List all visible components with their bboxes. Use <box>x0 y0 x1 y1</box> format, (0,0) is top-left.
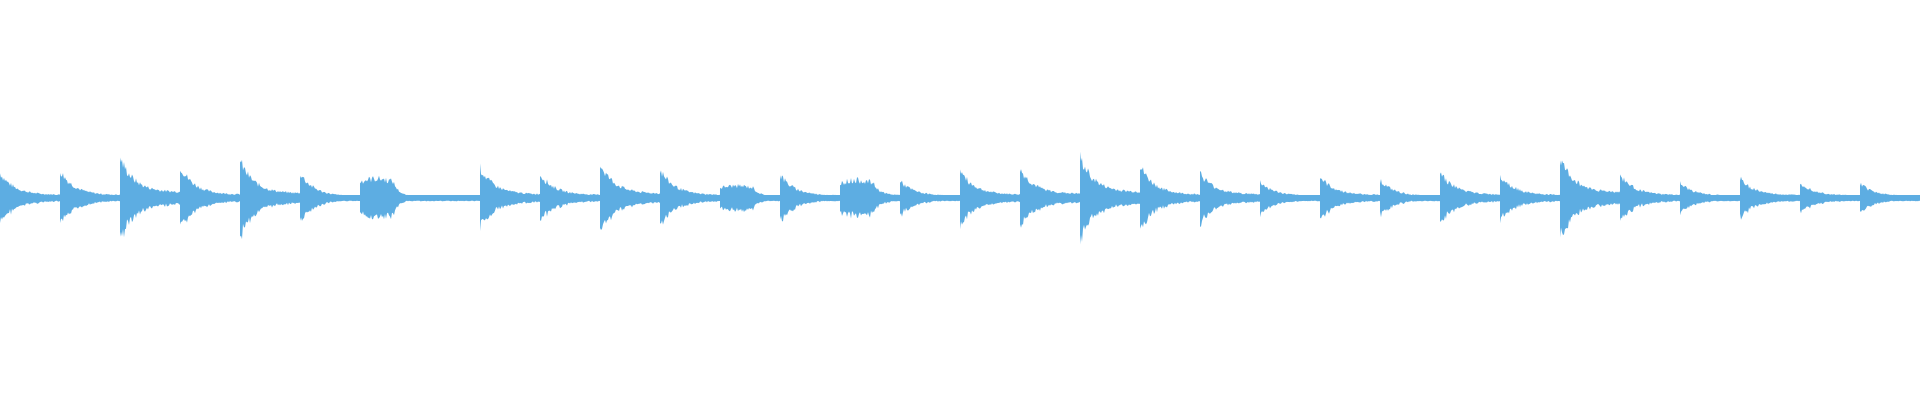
waveform-baseline <box>0 196 1920 200</box>
waveform-pulses <box>0 151 1920 245</box>
